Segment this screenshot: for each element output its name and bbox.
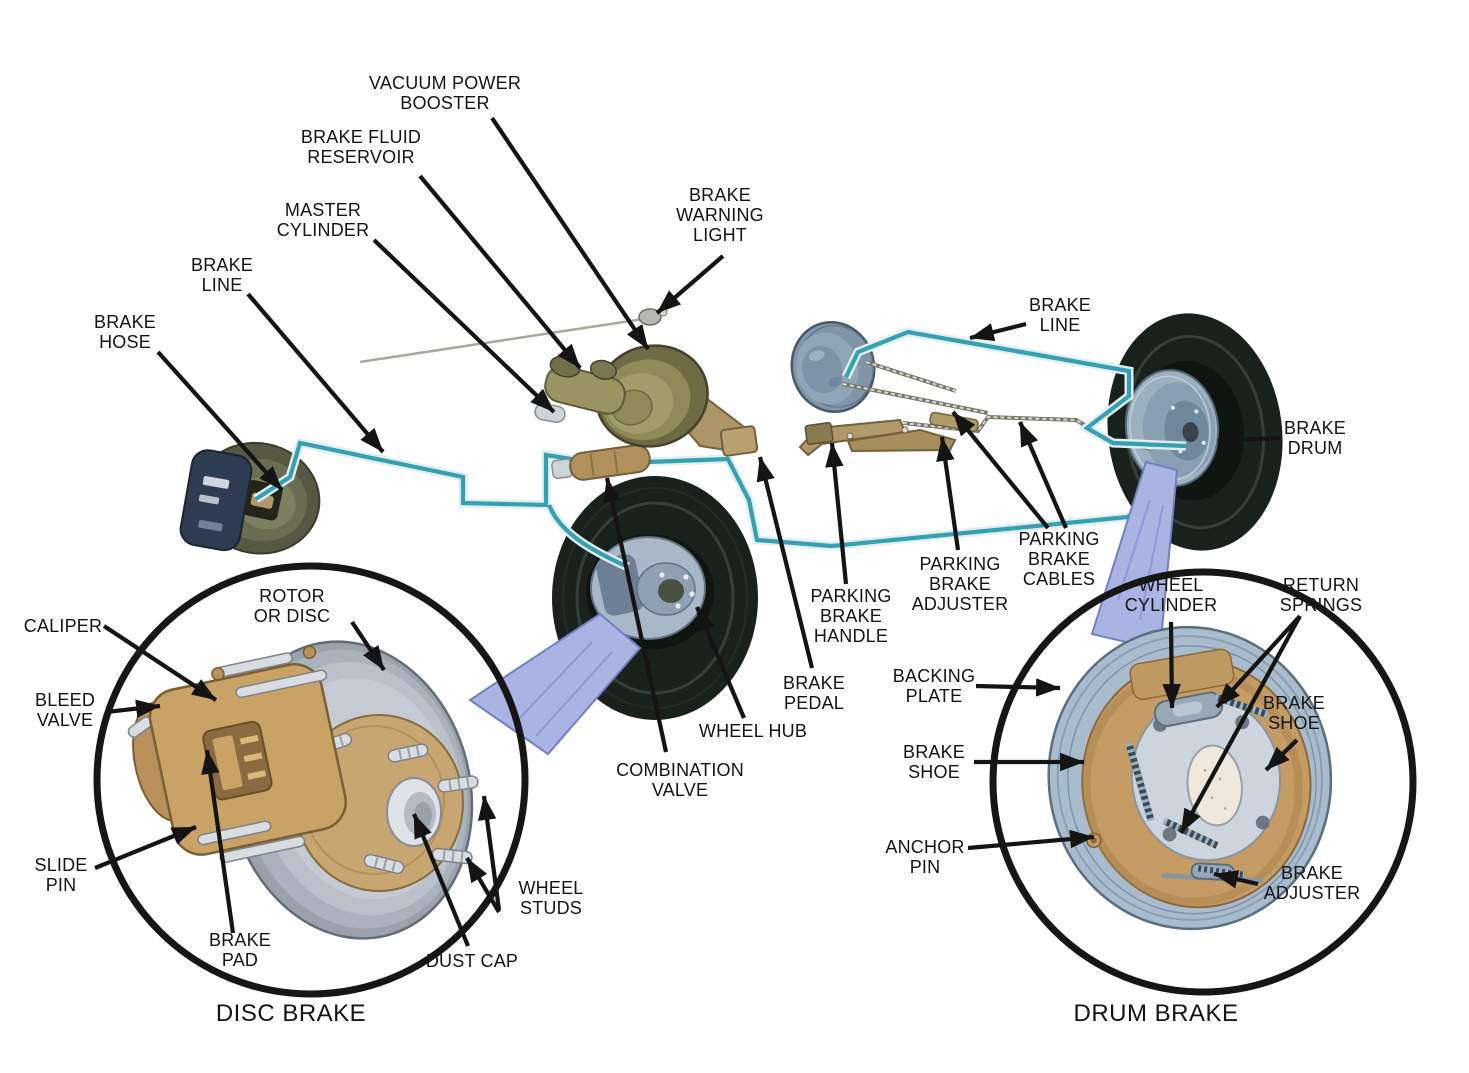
label-brake-line-right: BRAKE LINE — [1028, 295, 1092, 335]
label-backing-plate: BACKING PLATE — [892, 666, 976, 706]
master-cylinder-assembly — [359, 307, 759, 457]
label-parking-brake-cables: PARKING BRAKE CABLES — [1018, 529, 1100, 589]
disc-brake-caption: DISC BRAKE — [215, 1000, 367, 1027]
label-rotor-or-disc: ROTOR OR DISC — [253, 586, 331, 626]
wheel-stud — [363, 853, 405, 875]
drum-brake-caption: DRUM BRAKE — [1073, 1000, 1239, 1027]
label-brake-line-left: BRAKE LINE — [190, 255, 254, 295]
label-parking-brake-handle: PARKING BRAKE HANDLE — [810, 586, 892, 646]
label-slide-pin: SLIDE PIN — [34, 855, 88, 895]
label-wheel-cylinder: WHEEL CYLINDER — [1124, 575, 1218, 615]
label-brake-pedal: BRAKE PEDAL — [782, 673, 846, 713]
label-brake-drum: BRAKE DRUM — [1283, 418, 1347, 458]
rear-brake-drum — [1124, 369, 1220, 487]
front-left-brake-assembly — [179, 441, 321, 555]
label-brake-fluid-reservoir: BRAKE FLUID RESERVOIR — [300, 127, 422, 167]
label-bleed-valve: BLEED VALVE — [34, 690, 96, 730]
label-wheel-studs: WHEEL STUDS — [518, 878, 584, 918]
wheel-stud — [437, 775, 479, 793]
rear-wheel — [1107, 313, 1283, 551]
label-brake-shoe-left: BRAKE SHOE — [902, 742, 966, 782]
brake-lines — [253, 327, 1187, 572]
callout-arrows — [94, 116, 1302, 947]
label-brake-warning-light: BRAKE WARNING LIGHT — [676, 185, 764, 245]
dust-cap-part — [386, 777, 442, 847]
label-combination-valve: COMBINATION VALVE — [616, 760, 744, 800]
label-anchor-pin: ANCHOR PIN — [885, 837, 965, 877]
parking-brake-handle-assembly — [798, 411, 979, 457]
label-brake-shoe-right: BRAKE SHOE — [1262, 693, 1326, 733]
floating-brake-drum — [790, 320, 876, 414]
label-return-springs: RETURN SPRINGS — [1279, 575, 1363, 615]
label-brake-hose: BRAKE HOSE — [93, 312, 157, 352]
label-brake-pad: BRAKE PAD — [208, 930, 272, 970]
warning-light-rod — [359, 316, 651, 364]
disc-brake-illustration — [127, 640, 479, 940]
label-vacuum-power-booster: VACUUM POWER BOOSTER — [368, 73, 522, 113]
front-left-caliper — [179, 449, 253, 552]
label-master-cylinder: MASTER CYLINDER — [276, 200, 370, 240]
label-parking-brake-adjuster: PARKING BRAKE ADJUSTER — [911, 554, 1009, 614]
drum-brake-inset-circle — [989, 568, 1417, 996]
label-wheel-hub: WHEEL HUB — [698, 721, 808, 741]
caliper-part — [127, 645, 347, 864]
label-caliper: CALIPER — [23, 616, 103, 636]
disc-brake-inset-circle — [93, 562, 529, 998]
combination-valve-part — [551, 444, 651, 481]
label-brake-adjuster: BRAKE ADJUSTER — [1263, 863, 1361, 903]
brake-warning-light-switch — [638, 308, 662, 326]
slide-pin-part — [197, 820, 272, 846]
label-dust-cap: DUST CAP — [425, 951, 519, 971]
wheel-stud — [387, 743, 429, 763]
